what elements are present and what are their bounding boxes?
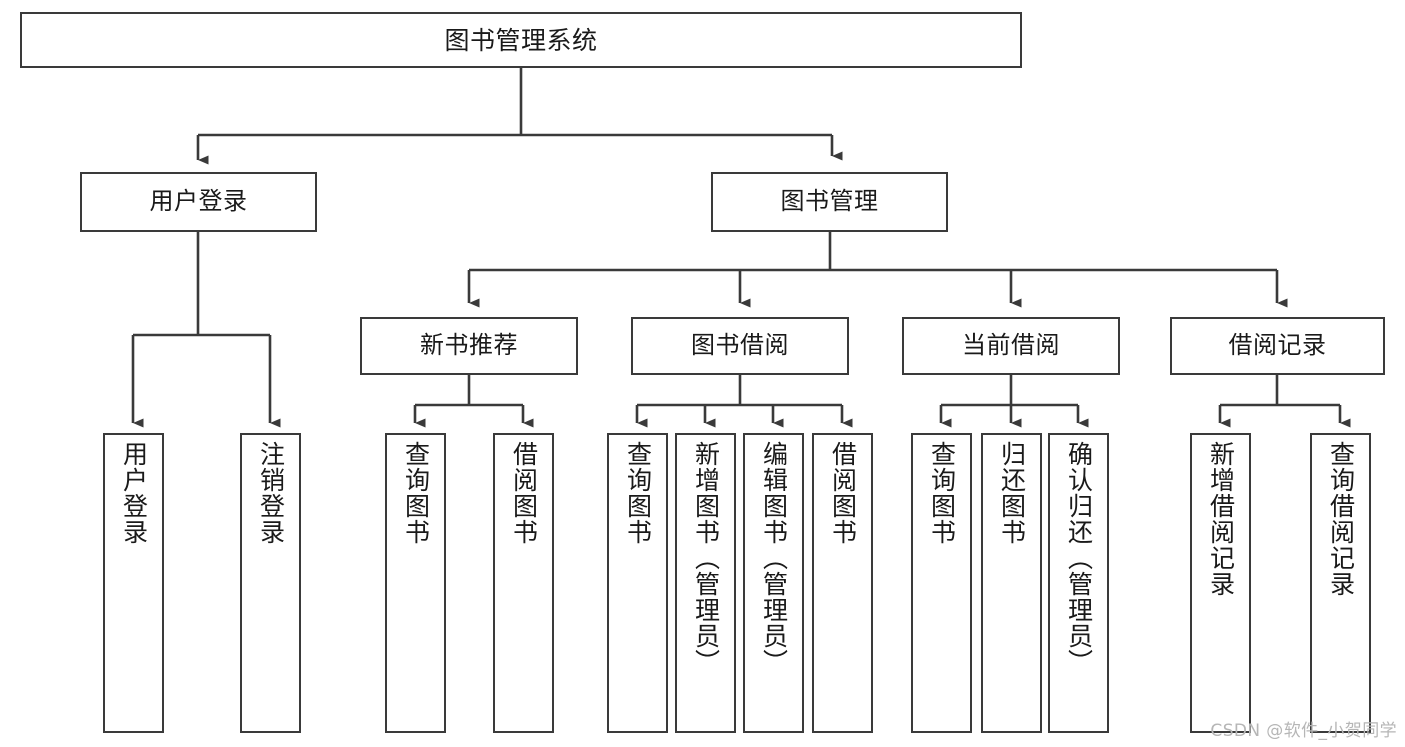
leaf-borrow-edit-book[interactable]: 编辑图书（管理员）: [743, 433, 804, 733]
node-label: 注销登录: [256, 441, 286, 545]
node-label: 查询图书: [623, 441, 653, 545]
node-label: 图书管理系统: [444, 25, 598, 55]
node-label: 用户登录: [149, 187, 248, 216]
node-label: 用户登录: [119, 441, 149, 545]
leaf-borrow-borrow-book[interactable]: 借阅图书: [812, 433, 873, 733]
node-label: 编辑图书（管理员）: [759, 441, 789, 675]
node-user-login[interactable]: 用户登录: [80, 172, 317, 232]
node-label: 图书管理: [780, 187, 879, 216]
leaf-borrow-add-book[interactable]: 新增图书（管理员）: [675, 433, 736, 733]
node-label: 查询图书: [401, 441, 431, 545]
leaf-current-query-book[interactable]: 查询图书: [911, 433, 972, 733]
node-book-borrow[interactable]: 图书借阅: [631, 317, 849, 375]
node-label: 新增图书（管理员）: [691, 441, 721, 675]
node-new-book-recommend[interactable]: 新书推荐: [360, 317, 578, 375]
leaf-current-confirm-return[interactable]: 确认归还（管理员）: [1048, 433, 1109, 733]
leaf-record-query-record[interactable]: 查询借阅记录: [1310, 433, 1371, 733]
leaf-user-login-login[interactable]: 用户登录: [103, 433, 164, 733]
node-label: 当前借阅: [962, 331, 1060, 360]
watermark-text: CSDN @软件_小贺同学: [1210, 721, 1397, 741]
node-root-system[interactable]: 图书管理系统: [20, 12, 1022, 68]
node-label: 图书借阅: [691, 331, 789, 360]
node-borrow-record[interactable]: 借阅记录: [1170, 317, 1385, 375]
leaf-recommend-query-book[interactable]: 查询图书: [385, 433, 446, 733]
leaf-current-return-book[interactable]: 归还图书: [981, 433, 1042, 733]
node-label: 新增借阅记录: [1206, 441, 1236, 597]
leaf-recommend-borrow-book[interactable]: 借阅图书: [493, 433, 554, 733]
node-book-management[interactable]: 图书管理: [711, 172, 948, 232]
node-label: 借阅记录: [1228, 331, 1327, 360]
leaf-borrow-query-book[interactable]: 查询图书: [607, 433, 668, 733]
node-current-borrow[interactable]: 当前借阅: [902, 317, 1120, 375]
node-label: 查询借阅记录: [1326, 441, 1356, 597]
node-label: 归还图书: [997, 441, 1027, 545]
node-label: 借阅图书: [828, 441, 858, 545]
node-label: 查询图书: [927, 441, 957, 545]
leaf-user-login-logout[interactable]: 注销登录: [240, 433, 301, 733]
leaf-record-add-record[interactable]: 新增借阅记录: [1190, 433, 1251, 733]
node-label: 新书推荐: [420, 331, 518, 360]
node-label: 借阅图书: [509, 441, 539, 545]
node-label: 确认归还（管理员）: [1064, 441, 1094, 675]
